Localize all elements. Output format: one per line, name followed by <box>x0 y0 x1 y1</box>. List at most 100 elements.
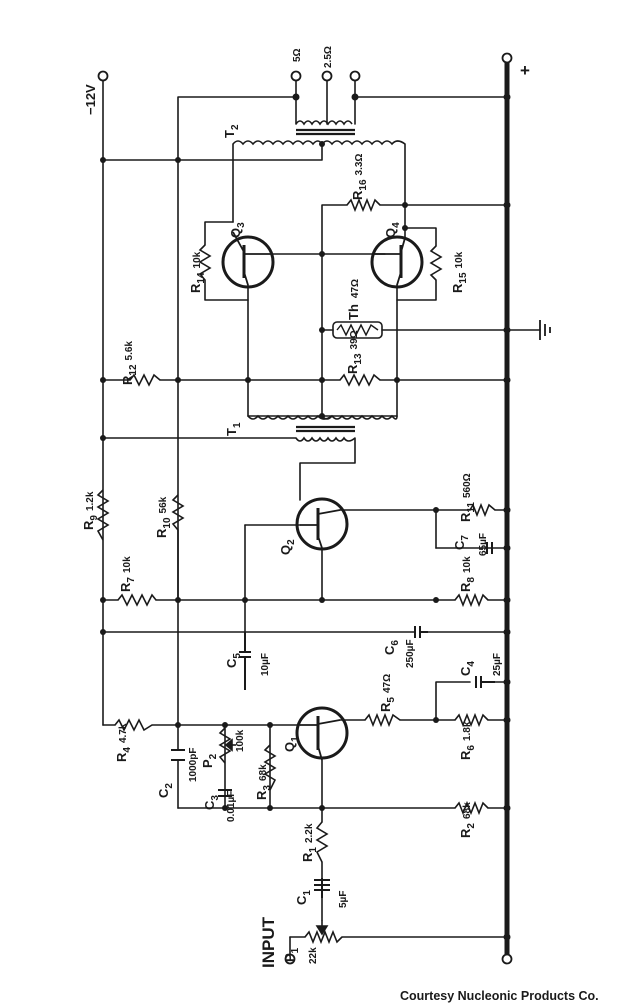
capacitor-c5 <box>239 632 251 690</box>
resistor-r3-label: R368k <box>254 764 273 800</box>
resistor-r15-label: R1510k <box>450 251 469 293</box>
capacitor-c3 <box>218 789 232 797</box>
capacitor-c6-value: 250µF <box>405 639 416 668</box>
capacitor-c2-value: 1000pF <box>188 748 199 782</box>
svg-text:T1: T1 <box>224 422 243 436</box>
resistor-r9 <box>96 489 110 541</box>
svg-text:R368k: R368k <box>254 764 273 800</box>
capacitor-c3-label: C3 <box>202 795 221 810</box>
capacitor-symbols <box>171 542 495 898</box>
capacitor-c3-value: 0.01µF <box>226 791 237 822</box>
resistor-r6 <box>454 712 489 728</box>
svg-text:Q4: Q4 <box>383 222 402 238</box>
capacitor-c2-label: C2 <box>156 783 175 798</box>
capacitor-c6-label: C6 <box>382 640 401 655</box>
svg-text:C1: C1 <box>294 890 313 905</box>
resistor-r8 <box>454 592 489 608</box>
potentiometer-p1-value: 22k <box>308 947 319 964</box>
output-tap-5-label: 5Ω <box>292 48 303 62</box>
driver-transformer-t1 <box>247 414 398 442</box>
resistor-r8-label: R810k <box>458 556 477 592</box>
svg-text:R1410k: R1410k <box>188 251 207 293</box>
resistor-r15 <box>429 245 443 281</box>
resistor-r12 <box>129 373 161 387</box>
svg-text:Q3: Q3 <box>228 222 247 238</box>
resistor-symbols <box>96 197 496 945</box>
negative-supply-terminal[interactable] <box>97 70 109 82</box>
negative-supply-label: −12V <box>83 84 98 115</box>
output-terminal-5-ohm[interactable] <box>349 70 361 82</box>
transformer-t2-label: T2 <box>222 124 241 138</box>
resistor-r7 <box>117 593 157 607</box>
output-terminal-2-5-ohm[interactable] <box>321 70 333 82</box>
thermistor-th-label: Th47Ω <box>346 279 361 320</box>
svg-text:R11560Ω: R11560Ω <box>458 473 477 522</box>
positive-supply-terminal[interactable] <box>501 52 513 64</box>
resistor-r2 <box>454 800 489 816</box>
thermistor-th-box <box>332 321 383 339</box>
svg-text:R61.8k: R61.8k <box>458 721 477 760</box>
output-transformer-t2 <box>232 120 406 146</box>
capacitor-c4 <box>475 676 495 688</box>
resistor-r5-label: R547Ω <box>378 674 397 712</box>
resistor-r1-label: R12.2k <box>300 823 319 862</box>
input-label: INPUT <box>259 916 278 968</box>
resistor-r13 <box>339 373 381 387</box>
svg-text:Q1: Q1 <box>282 736 301 752</box>
svg-text:R12.2k: R12.2k <box>300 823 319 862</box>
resistor-r13-label: R1339Ω <box>345 330 364 374</box>
transistor-symbols <box>221 231 424 761</box>
output-tap-2-5-label: 2.5Ω <box>323 46 334 68</box>
svg-text:R163.3Ω: R163.3Ω <box>350 154 369 200</box>
svg-text:C7: C7 <box>452 535 471 550</box>
potentiometer-p1-label: P1 <box>282 947 301 962</box>
resistor-r12-label: R125.6k <box>120 341 139 385</box>
capacitor-c1-label: C1 <box>294 890 313 905</box>
svg-text:Th47Ω: Th47Ω <box>346 279 361 320</box>
resistor-r10-label: R1056k <box>154 496 173 538</box>
resistor-r14 <box>198 244 212 281</box>
resistor-r10 <box>171 494 185 531</box>
transistor-q3-label: Q3 <box>228 222 247 238</box>
capacitor-c6 <box>414 626 428 638</box>
transistor-q4 <box>370 235 424 289</box>
input-terminal[interactable] <box>284 953 296 965</box>
resistor-r16-label: R163.3Ω <box>350 154 369 200</box>
resistor-r4 <box>114 718 153 732</box>
resistor-r11-label: R11560Ω <box>458 473 477 522</box>
ground-terminal[interactable] <box>501 953 513 965</box>
svg-text:R125.6k: R125.6k <box>120 341 139 385</box>
transistor-q1-label: Q1 <box>282 736 301 752</box>
capacitor-c1-value: 5µF <box>338 891 349 908</box>
resistor-r6-label: R61.8k <box>458 721 477 760</box>
svg-text:C4: C4 <box>458 661 477 676</box>
resistor-r3 <box>263 744 277 791</box>
capacitor-c7-value: 65µF <box>478 533 489 556</box>
output-terminal-common[interactable] <box>290 70 302 82</box>
transistor-q2 <box>295 497 349 551</box>
capacitor-c4-value: 25µF <box>492 653 503 676</box>
svg-text:R547Ω: R547Ω <box>378 674 397 712</box>
capacitor-c2 <box>171 749 185 761</box>
resistor-r16 <box>346 197 381 213</box>
svg-text:C5: C5 <box>224 653 243 668</box>
credit-line: Courtesy Nucleonic Products Co. <box>400 989 599 1003</box>
positive-supply-label: + <box>520 61 530 80</box>
resistor-r7-label: R710k <box>118 556 137 592</box>
svg-text:R1056k: R1056k <box>154 496 173 538</box>
resistor-r14-label: R1410k <box>188 251 207 293</box>
svg-text:R710k: R710k <box>118 556 137 592</box>
svg-text:R268k: R268k <box>458 802 477 838</box>
capacitor-c7 <box>486 542 493 554</box>
svg-text:C3: C3 <box>202 795 221 810</box>
svg-text:R91.2k: R91.2k <box>81 491 100 530</box>
svg-text:R810k: R810k <box>458 556 477 592</box>
svg-text:R44.7k: R44.7k <box>114 723 133 762</box>
potentiometer-p2-track <box>218 727 232 764</box>
svg-text:C6: C6 <box>382 640 401 655</box>
junction-dots <box>100 93 511 941</box>
potentiometer-p1-track <box>304 929 343 945</box>
svg-text:R1510k: R1510k <box>450 251 469 293</box>
